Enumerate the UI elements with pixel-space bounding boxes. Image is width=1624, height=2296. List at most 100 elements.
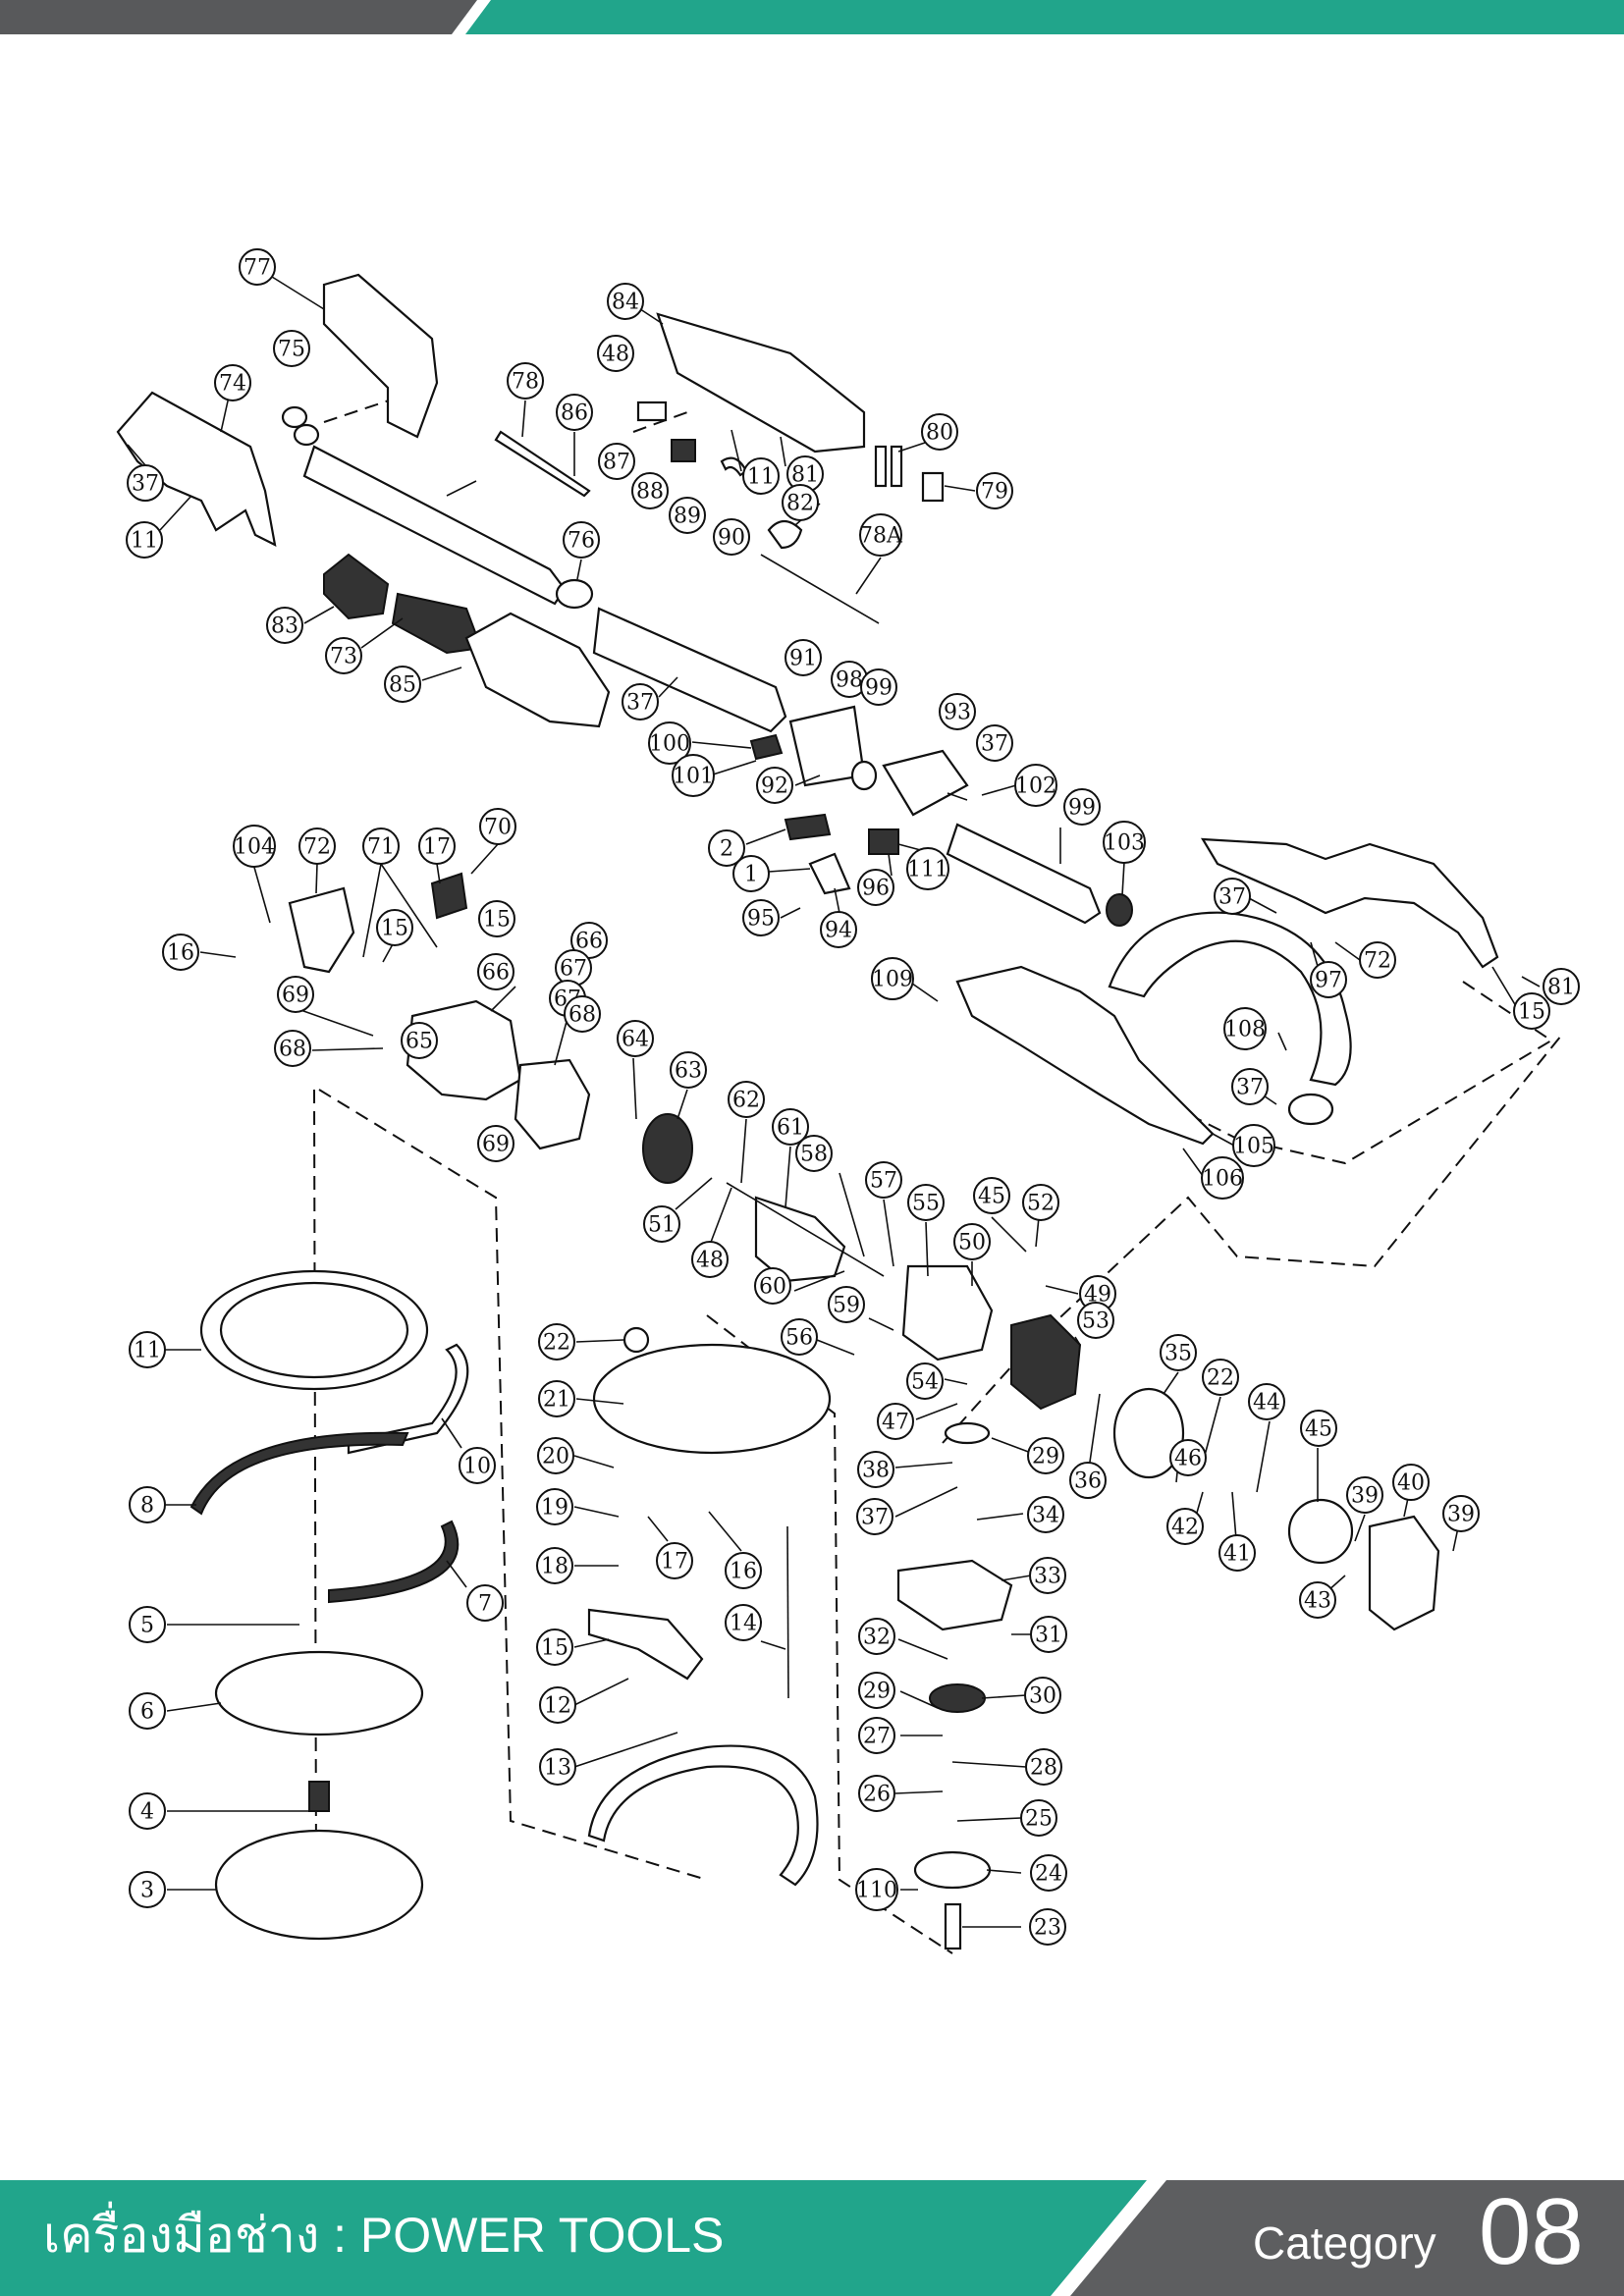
leader-line bbox=[1035, 1216, 1040, 1248]
leader-line bbox=[981, 1694, 1027, 1699]
part-callout: 66 bbox=[570, 922, 608, 959]
callout-number: 11 bbox=[134, 1339, 161, 1363]
callout-circle bbox=[277, 976, 314, 1013]
lever-arm-part bbox=[808, 852, 851, 895]
callout-circle bbox=[1025, 1748, 1062, 1786]
part-callout: 23 bbox=[1029, 1908, 1066, 1946]
part-callout: 26 bbox=[858, 1775, 895, 1812]
part-callout: 17 bbox=[656, 1542, 693, 1579]
callout-number: 64 bbox=[622, 1028, 649, 1052]
callout-circle bbox=[858, 1775, 895, 1812]
bolt-part bbox=[308, 1781, 330, 1812]
callout-number: 67 bbox=[560, 957, 587, 982]
part-callout: 74 bbox=[214, 364, 251, 401]
part-callout: 37 bbox=[1231, 1068, 1269, 1105]
part-callout: 104 bbox=[233, 825, 276, 868]
callout-circle bbox=[129, 1486, 166, 1523]
callout-number: 43 bbox=[1304, 1589, 1331, 1614]
callout-number: 100 bbox=[649, 732, 690, 757]
callout-number: 15 bbox=[541, 1636, 568, 1661]
leader-line bbox=[573, 1678, 629, 1706]
callout-number: 36 bbox=[1074, 1469, 1102, 1494]
part-callout: 102 bbox=[1014, 764, 1057, 807]
leader-line bbox=[794, 774, 821, 786]
stator-part bbox=[514, 1058, 591, 1150]
callout-circle bbox=[858, 1618, 895, 1655]
callout-number: 78A bbox=[859, 524, 903, 549]
callout-number: 52 bbox=[1027, 1192, 1055, 1216]
part-callout: 33 bbox=[1029, 1557, 1066, 1594]
callout-number: 37 bbox=[981, 732, 1008, 757]
callout-number: 90 bbox=[718, 526, 745, 551]
callout-number: 110 bbox=[856, 1879, 897, 1903]
part-callout: 32 bbox=[858, 1618, 895, 1655]
leader-line bbox=[576, 559, 582, 580]
category-label: Category bbox=[1253, 2217, 1436, 2269]
callout-circle bbox=[858, 1717, 895, 1754]
callout-circle bbox=[239, 248, 276, 286]
callout-circle bbox=[820, 911, 857, 948]
leader-line bbox=[785, 1146, 791, 1208]
leader-line bbox=[1277, 1032, 1287, 1051]
callout-circle bbox=[479, 808, 516, 845]
leader-line bbox=[691, 741, 752, 749]
guide-upper-tube bbox=[323, 397, 399, 423]
callout-number: 66 bbox=[482, 961, 510, 986]
leader-line bbox=[868, 1317, 894, 1331]
part-callout: 110 bbox=[855, 1868, 898, 1911]
leader-line bbox=[1212, 1133, 1235, 1147]
leader-line bbox=[780, 436, 786, 467]
callout-circle bbox=[732, 855, 770, 892]
leader-line bbox=[446, 1560, 467, 1588]
callout-number: 20 bbox=[542, 1445, 569, 1469]
callout-number: 35 bbox=[1164, 1342, 1192, 1366]
part-callout: 25 bbox=[1020, 1799, 1057, 1837]
callout-number: 85 bbox=[389, 673, 416, 698]
part-callout: 13 bbox=[539, 1748, 576, 1786]
fan-ring-part bbox=[1112, 1387, 1185, 1479]
callout-number: 42 bbox=[1171, 1516, 1199, 1540]
callout-number: 57 bbox=[870, 1169, 897, 1194]
callout-circle bbox=[772, 1108, 809, 1146]
callout-circle bbox=[607, 283, 644, 320]
hose-part bbox=[1108, 911, 1352, 1087]
callout-circle bbox=[1201, 1156, 1244, 1200]
callout-circle bbox=[856, 1498, 893, 1535]
part-callout: 97 bbox=[1310, 961, 1347, 998]
part-callout: 10 bbox=[459, 1447, 496, 1484]
callout-number: 11 bbox=[747, 465, 775, 490]
callout-number: 17 bbox=[423, 835, 451, 860]
callout-circle bbox=[1513, 992, 1550, 1030]
callout-number: 69 bbox=[282, 984, 309, 1008]
leader-line bbox=[573, 1732, 678, 1768]
callout-circle bbox=[539, 1748, 576, 1786]
callout-circle bbox=[1020, 1799, 1057, 1837]
callout-circle bbox=[214, 364, 251, 401]
leader-line bbox=[573, 1638, 610, 1648]
leader-line bbox=[708, 1511, 742, 1552]
callout-number: 89 bbox=[674, 505, 701, 529]
callout-number: 11 bbox=[131, 529, 158, 554]
callout-circle bbox=[538, 1380, 575, 1417]
callout-circle bbox=[598, 443, 635, 480]
o-ring-part bbox=[293, 423, 320, 447]
callout-circle bbox=[877, 1403, 914, 1440]
leader-line bbox=[855, 557, 882, 595]
callout-number: 21 bbox=[543, 1388, 570, 1413]
callout-circle bbox=[1169, 1439, 1207, 1476]
leader-line bbox=[303, 606, 335, 624]
leader-line bbox=[159, 495, 192, 531]
callout-number: 102 bbox=[1015, 774, 1056, 799]
callout-number: 22 bbox=[1207, 1366, 1234, 1391]
part-callout: 60 bbox=[754, 1267, 791, 1305]
part-callout: 39 bbox=[1346, 1476, 1383, 1514]
leader-line bbox=[315, 863, 318, 894]
callout-circle bbox=[266, 607, 303, 644]
fan-part bbox=[1287, 1498, 1354, 1565]
leader-line bbox=[915, 1403, 958, 1420]
callout-number: 108 bbox=[1224, 1018, 1266, 1042]
leader-line bbox=[944, 1378, 968, 1385]
part-callout: 76 bbox=[563, 521, 600, 559]
callout-number: 63 bbox=[675, 1059, 702, 1084]
part-callout: 15 bbox=[1513, 992, 1550, 1030]
